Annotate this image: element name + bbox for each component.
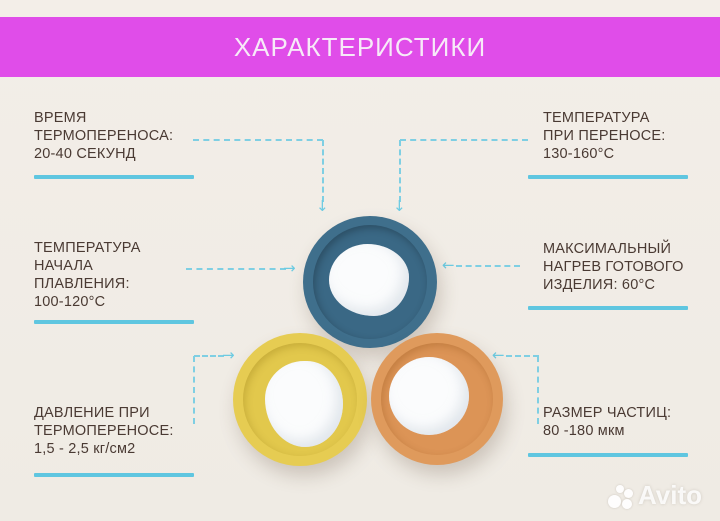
- spec-underline: [528, 306, 688, 310]
- title-banner: ХАРАКТЕРИСТИКИ: [0, 17, 720, 77]
- orange-bowl: [371, 333, 503, 465]
- spec-label: ТЕМПЕРАТУРА: [543, 110, 650, 126]
- arrow-left-icon: ←: [442, 256, 455, 274]
- spec-value: ИЗДЕЛИЯ: 60°С: [543, 277, 656, 293]
- spec-underline: [528, 175, 688, 179]
- spec-label: НАГРЕВ ГОТОВОГО: [543, 259, 684, 275]
- spec-value: 1,5 - 2,5 кг/см2: [34, 441, 136, 457]
- avito-watermark-text: Avito: [637, 480, 702, 510]
- spec-label: ТЕМПЕРАТУРА: [34, 240, 141, 256]
- spec-label: МАКСИМАЛЬНЫЙ: [543, 241, 672, 257]
- spec-label: РАЗМЕР ЧАСТИЦ:: [543, 405, 672, 421]
- spec-value: 80 -180 мкм: [543, 423, 625, 439]
- spec-label: ПРИ ПЕРЕНОСЕ:: [543, 128, 666, 144]
- spec-label: ВРЕМЯ: [34, 110, 87, 126]
- spec-transfer-temperature: ТЕМПЕРАТУРА ПРИ ПЕРЕНОСЕ: 130-160°С: [543, 109, 666, 163]
- powder-pile: [329, 244, 409, 316]
- powder-pile: [389, 357, 469, 435]
- arrow-down-icon: ↓: [316, 197, 329, 215]
- spec-label: ТЕРМОПЕРЕНОСА:: [34, 128, 174, 144]
- spec-underline: [34, 175, 194, 179]
- avito-logo-icon: [607, 483, 634, 509]
- arrow-right-icon: →: [222, 346, 235, 364]
- page-title: ХАРАКТЕРИСТИКИ: [233, 31, 487, 62]
- connector-line: [456, 265, 520, 267]
- spec-value: 100-120°С: [34, 294, 106, 310]
- connector-line: [193, 356, 195, 424]
- spec-label: ТЕРМОПЕРЕНОСЕ:: [34, 423, 174, 439]
- arrow-down-icon: ↓: [393, 197, 406, 215]
- spec-underline: [34, 320, 194, 324]
- arrow-left-icon: ←: [492, 346, 505, 364]
- avito-watermark: Avito: [607, 480, 702, 511]
- spec-underline: [34, 473, 194, 477]
- spec-label: НАЧАЛА: [34, 258, 94, 274]
- connector-line: [506, 355, 539, 357]
- connector-line: [399, 140, 401, 202]
- spec-value: 130-160°С: [543, 146, 615, 162]
- spec-value: 20-40 СЕКУНД: [34, 146, 136, 162]
- connector-line: [400, 139, 528, 141]
- connector-line: [186, 268, 286, 270]
- yellow-bowl: [233, 333, 367, 466]
- spec-transfer-time: ВРЕМЯ ТЕРМОПЕРЕНОСА: 20-40 СЕКУНД: [34, 109, 173, 163]
- spec-max-heating: МАКСИМАЛЬНЫЙ НАГРЕВ ГОТОВОГО ИЗДЕЛИЯ: 60…: [543, 240, 684, 294]
- connector-line: [194, 355, 224, 357]
- spec-particle-size: РАЗМЕР ЧАСТИЦ: 80 -180 мкм: [543, 404, 671, 440]
- blue-bowl: [303, 216, 437, 348]
- arrow-right-icon: →: [283, 259, 296, 277]
- connector-line: [537, 356, 539, 424]
- powder-pile: [265, 361, 343, 447]
- spec-label: ДАВЛЕНИЕ ПРИ: [34, 405, 150, 421]
- connector-line: [193, 139, 323, 141]
- connector-line: [322, 140, 324, 202]
- spec-underline: [528, 453, 688, 457]
- spec-label: ПЛАВЛЕНИЯ:: [34, 276, 130, 292]
- spec-pressure: ДАВЛЕНИЕ ПРИ ТЕРМОПЕРЕНОСЕ: 1,5 - 2,5 кг…: [34, 404, 174, 458]
- spec-melting-temperature: ТЕМПЕРАТУРА НАЧАЛА ПЛАВЛЕНИЯ: 100-120°С: [34, 239, 141, 311]
